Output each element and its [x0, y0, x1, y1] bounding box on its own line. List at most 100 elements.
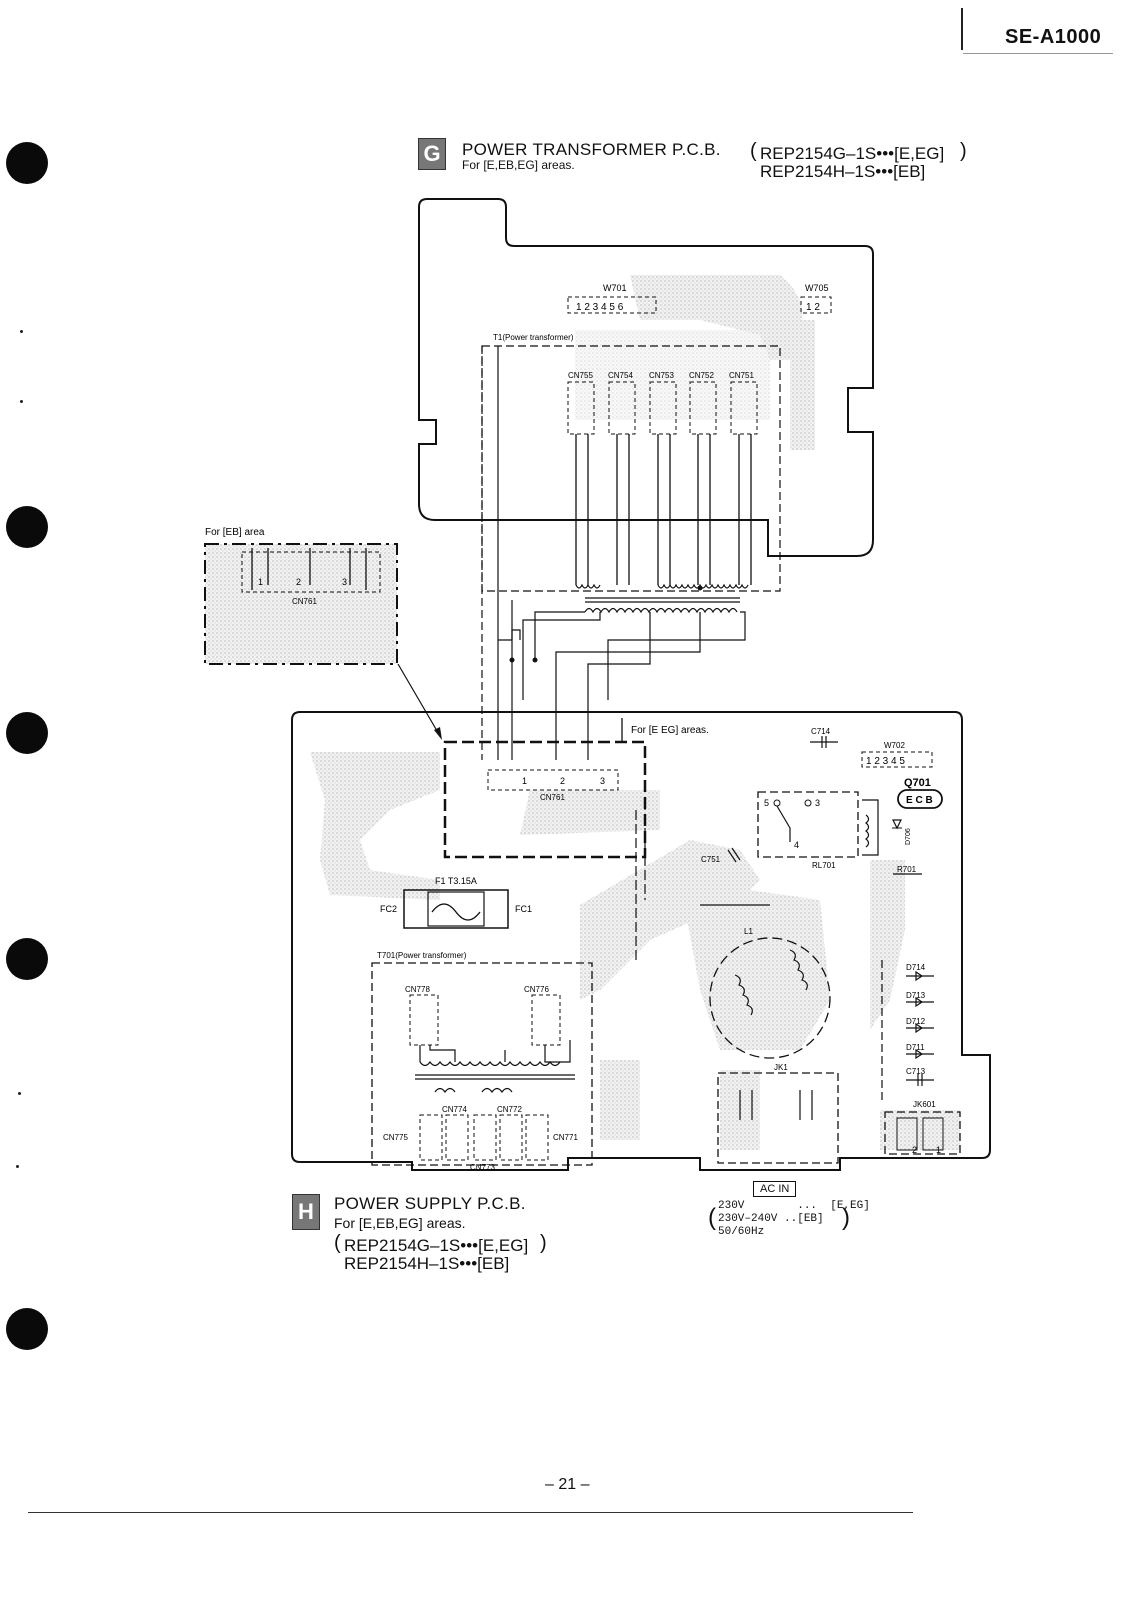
transformer-pcb-areas: For [E,EB,EG] areas.: [462, 158, 575, 172]
power-supply-traces: [310, 752, 960, 1150]
cn761-frame: [443, 740, 647, 859]
q701-outline: [897, 789, 943, 809]
svg-text:5: 5: [764, 798, 769, 808]
power-supply-pcb-title: POWER SUPPLY P.C.B.: [334, 1194, 526, 1213]
svg-text:2: 2: [560, 776, 565, 786]
cn778-connector: [409, 994, 439, 1046]
svg-text:2: 2: [912, 1145, 917, 1155]
jk601-frame: [884, 1111, 961, 1155]
footer-rule: [28, 1512, 913, 1513]
l1-choke: [709, 937, 831, 1059]
page-mark: [20, 400, 23, 403]
header-rule: [961, 8, 963, 50]
w702-label: W702: [884, 741, 905, 750]
svg-text:1: 1: [522, 776, 527, 786]
eb-cn761-connector: [241, 551, 381, 593]
page-number: – 21 –: [545, 1476, 590, 1493]
svg-text:3: 3: [815, 798, 820, 808]
cn775-label: CN775: [383, 1133, 408, 1142]
cn752-label: CN752: [689, 371, 714, 380]
c713-label: C713: [906, 1067, 926, 1076]
ac-in-label: AC IN: [753, 1181, 797, 1197]
ac-in-spec-2: 230V–240V ..[EB]: [718, 1213, 824, 1225]
w702-connector: [861, 751, 933, 768]
cn774-label: CN774: [442, 1105, 467, 1114]
c751-symbol: [700, 847, 770, 906]
paren-open: (: [708, 1204, 716, 1231]
cn77x-labels: CN774 CN772 CN775 CN773 CN771: [383, 1105, 578, 1172]
c714-label: C714: [811, 727, 831, 736]
w701-connector: [567, 296, 657, 314]
power-supply-pcb-outline: [291, 711, 991, 1171]
binder-hole: [6, 938, 48, 980]
model-number: SE-A1000: [1005, 26, 1102, 48]
t1-windings: [498, 583, 749, 760]
t701-frame: [371, 962, 593, 1166]
binder-hole: [6, 1308, 48, 1350]
paren-close: ): [842, 1204, 850, 1231]
cn761-label: CN761: [540, 793, 565, 802]
w701-pins: 1 2 3 4 5 6: [576, 302, 624, 313]
eb-area-label: For [EB] area: [205, 527, 265, 538]
cn773-label: CN773: [470, 1163, 495, 1172]
cn754-label: CN754: [608, 371, 633, 380]
eb-cn761-label: CN761: [292, 597, 317, 606]
page-mark: [16, 1165, 19, 1168]
power-supply-part-1: REP2154G–1S•••[E,EG]: [344, 1236, 529, 1255]
q701-pins: E C B: [906, 795, 933, 806]
d714-label: D714: [906, 963, 926, 972]
w702-pins: 1 2 3 4 5: [866, 756, 905, 767]
d706-label: D706: [905, 828, 912, 845]
paren-close: ): [960, 140, 967, 162]
svg-text:2: 2: [296, 577, 301, 587]
rl701-label: RL701: [812, 861, 836, 870]
binder-hole: [6, 142, 48, 184]
cn751-label: CN751: [729, 371, 754, 380]
fc2-label: FC2: [380, 904, 397, 914]
cn753-label: CN753: [649, 371, 674, 380]
transformer-part-1: REP2154G–1S•••[E,EG]: [760, 144, 945, 163]
svg-text:3: 3: [600, 776, 605, 786]
w701-label: W701: [603, 283, 627, 293]
jk1-pins: [739, 1090, 813, 1120]
transformer-part-2: REP2154H–1S•••[EB]: [760, 162, 926, 181]
svg-text:1: 1: [936, 1145, 941, 1155]
t1-junction-dots: [509, 585, 703, 663]
power-supply-part-2: REP2154H–1S•••[EB]: [344, 1254, 510, 1273]
f1-label: F1 T3.15A: [435, 876, 477, 886]
f1-fuse-symbol: [431, 903, 481, 921]
diode-symbols: [881, 960, 934, 1100]
e-eg-area-label: For [E EG] areas.: [631, 725, 709, 736]
d713-label: D713: [906, 991, 926, 1000]
transformer-wires: [575, 434, 752, 585]
t701-label: T701(Power transformer): [377, 951, 467, 960]
r701-label: R701: [897, 865, 917, 874]
ac-in-spec-3: 50/60Hz: [718, 1226, 765, 1238]
diode-labels: D714 D713 D712 D711 C713: [906, 963, 926, 1076]
binder-hole: [6, 506, 48, 548]
w705-pins: 1 2: [806, 302, 820, 313]
svg-text:1: 1: [258, 577, 263, 587]
cn772-label: CN772: [497, 1105, 522, 1114]
f1-fuse-holder: [403, 889, 509, 929]
paren-close: ): [540, 1232, 547, 1254]
power-supply-pcb-areas: For [E,EB,EG] areas.: [334, 1215, 466, 1231]
eb-pointer: [397, 663, 441, 737]
rl701-frame: [757, 791, 859, 858]
transformer-pcb-traces: [575, 275, 815, 450]
svg-text:4: 4: [794, 840, 799, 850]
d711-label: D711: [906, 1043, 925, 1052]
eb-area-box: [204, 543, 398, 665]
page-mark: [18, 1092, 21, 1095]
section-badge-g: G: [418, 138, 446, 170]
cn75x-connectors: [567, 381, 758, 435]
cn776-label: CN776: [524, 985, 549, 994]
transformer-pcb-outline: [418, 198, 874, 557]
cn771-label: CN771: [553, 1133, 578, 1142]
transformer-pcb-title: POWER TRANSFORMER P.C.B.: [462, 140, 721, 159]
page-mark: [20, 330, 23, 333]
c751-label: C751: [701, 855, 721, 864]
cn778-label: CN778: [405, 985, 430, 994]
svg-text:3: 3: [342, 577, 347, 587]
